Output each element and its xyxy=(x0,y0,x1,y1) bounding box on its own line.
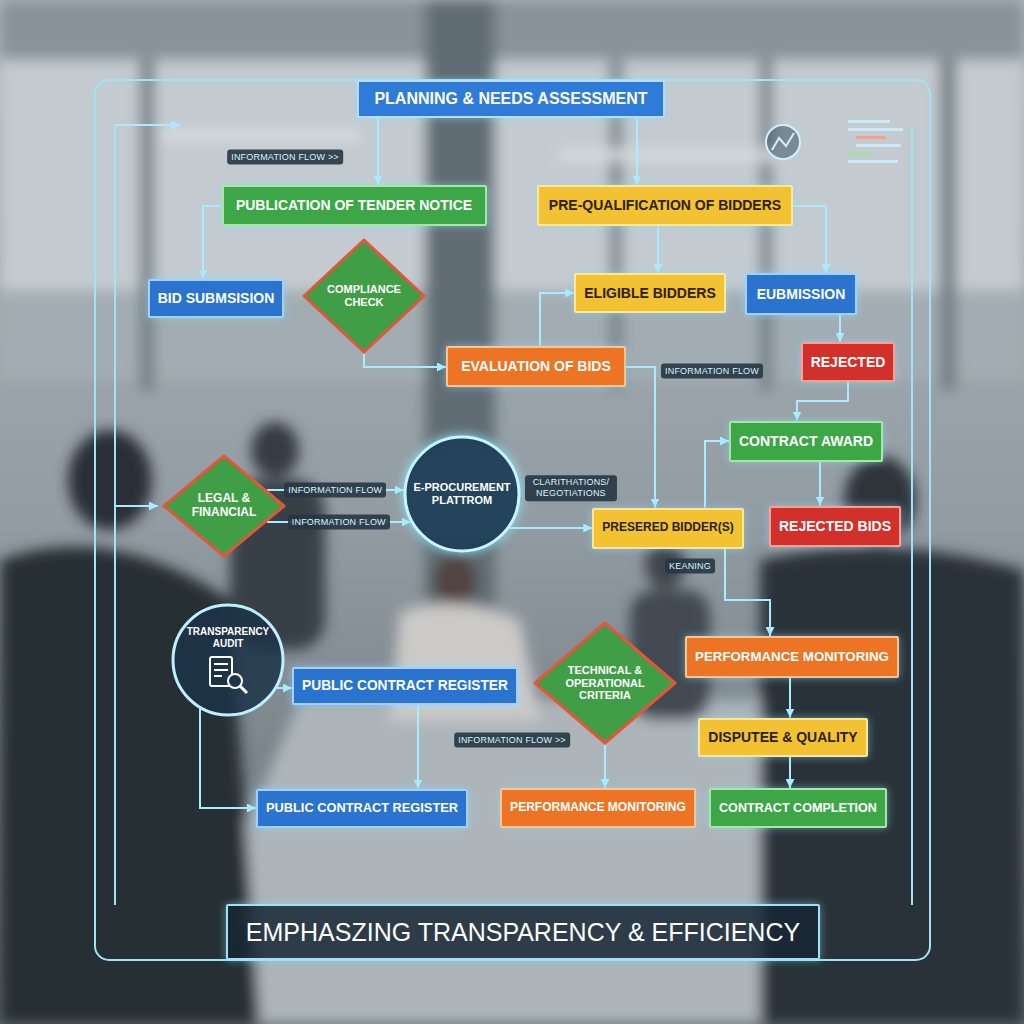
process-box: REJECTED BIDS xyxy=(769,506,901,547)
flow-note: INFORMATION FLOW >> xyxy=(227,150,343,165)
node-label: EMPHASZING TRANSPARENCY & EFFICIENCY xyxy=(246,918,800,947)
flow-arrow xyxy=(819,462,821,506)
loop-arrow xyxy=(115,124,180,126)
label-anchor: INFORMATION FLOW xyxy=(661,364,763,379)
node-label: TECHNICAL & OPERATIONAL CRITERIA xyxy=(555,664,655,702)
node-label: PUBLIC CONTRACT REGISTER xyxy=(266,801,458,816)
node-label: CONTRACT AWARD xyxy=(739,433,873,449)
node-label: PUBLICATION OF TENDER NOTICE xyxy=(236,197,472,213)
flow-arrow xyxy=(725,549,770,637)
node-label: TRANSPARENCY AUDIT xyxy=(182,626,274,649)
frame xyxy=(95,80,930,960)
process-box: EVALUATION OF BIDS xyxy=(446,346,626,387)
process-box: PLANNING & NEEDS ASSESSMENT xyxy=(357,80,665,118)
process-box: PRESERED BIDDER(S) xyxy=(592,508,743,549)
process-box: PUBLICATION OF TENDER NOTICE xyxy=(222,185,487,226)
process-box: DISPUTEE & QUALITY xyxy=(698,718,867,757)
flow-arrow xyxy=(657,226,659,274)
flow-arrow xyxy=(636,118,638,185)
process-box: EMPHASZING TRANSPARENCY & EFFICIENCY xyxy=(226,904,820,960)
flow-arrow xyxy=(203,206,222,279)
process-box: CONTRACT COMPLETION xyxy=(709,788,887,828)
process-box: PUBLIC CONTRACT REGISTER xyxy=(256,789,468,828)
label-anchor: INFORMATION FLOW xyxy=(288,515,390,530)
loop-line xyxy=(114,125,116,905)
process-box: CONTRACT AWARD xyxy=(729,421,883,462)
process-box: PERFORMANCE MONITORING xyxy=(685,636,899,678)
loop-line xyxy=(911,125,913,905)
flow-note: INFORMATION FLOW xyxy=(661,364,763,379)
process-box: EUBMISSION xyxy=(745,273,857,315)
edge-label: CLARITHATIONS/ NEGOTIATIONS xyxy=(525,475,617,501)
process-box: REJECTED xyxy=(801,342,896,382)
flow-arrow xyxy=(626,367,655,508)
process-box: ELIGIBLE BIDDERS xyxy=(574,273,725,313)
process-box: PUBLIC CONTRACT REGISTER xyxy=(292,667,518,705)
node-label: ELIGIBLE BIDDERS xyxy=(584,285,715,301)
label-anchor: INFORMATION FLOW >> xyxy=(454,733,570,748)
flow-arrow xyxy=(540,293,574,346)
flow-note: INFORMATION FLOW >> xyxy=(454,733,570,748)
circle-shape xyxy=(173,605,283,715)
node-label: E-PROCUREMENT PLATTROM xyxy=(407,481,517,506)
node-label: PLANNING & NEEDS ASSESSMENT xyxy=(374,90,647,108)
node-label: BID SUBMSISION xyxy=(158,290,275,306)
audit-icon xyxy=(210,657,247,693)
node-label: PUBLIC CONTRACT REGISTER xyxy=(302,678,508,694)
flow-arrow xyxy=(839,315,841,342)
node-label: REJECTED xyxy=(811,354,886,370)
node-label: PRE-QUALIFICATION OF BIDDERS xyxy=(549,197,781,213)
process-box: BID SUBMSISION xyxy=(148,279,285,318)
platform-circle: TRANSPARENCY AUDIT xyxy=(170,602,286,718)
decision-diamond: COMPLIANCE CHECK xyxy=(302,238,426,354)
flow-arrow xyxy=(793,206,826,273)
node-label: PRESERED BIDDER(S) xyxy=(602,521,733,535)
code-icon xyxy=(848,120,903,163)
loop-arrow xyxy=(115,505,158,507)
node-label: LEGAL & FINANCIAL xyxy=(176,492,272,520)
node-label: DISPUTEE & QUALITY xyxy=(708,729,857,745)
edge-label: INFORMATION FLOW xyxy=(284,483,386,498)
decision-diamond: LEGAL & FINANCIAL xyxy=(162,454,286,558)
label-anchor: KEANING xyxy=(665,559,715,574)
flow-arrow xyxy=(364,354,446,367)
diamond-shape xyxy=(535,623,675,743)
process-box: PRE-QUALIFICATION OF BIDDERS xyxy=(537,185,793,226)
flow-arrow xyxy=(200,709,256,808)
flow-arrow xyxy=(417,705,419,789)
platform-circle: E-PROCUREMENT PLATTROM xyxy=(402,434,522,554)
label-anchor: CLARITHATIONS/ NEGOTIATIONS xyxy=(525,475,617,501)
label-anchor: INFORMATION FLOW xyxy=(284,483,386,498)
node-label: EVALUATION OF BIDS xyxy=(461,358,611,374)
node-label: EUBMISSION xyxy=(757,286,846,302)
node-label: PERFORMANCE MONITORING xyxy=(695,649,889,664)
node-label: CONTRACT COMPLETION xyxy=(719,801,877,815)
flow-arrow xyxy=(377,118,379,185)
flow-arrow xyxy=(789,678,791,718)
node-label: PERFORMANCE MONITORING xyxy=(510,801,686,815)
chart-icon xyxy=(766,125,800,159)
flow-arrow xyxy=(510,527,593,529)
edge-label: INFORMATION FLOW xyxy=(288,515,390,530)
flow-arrow xyxy=(277,687,292,689)
node-label: REJECTED BIDS xyxy=(779,518,891,534)
flow-arrow xyxy=(604,745,606,788)
flow-arrow xyxy=(705,441,729,508)
flow-note: KEANING xyxy=(665,559,715,574)
node-label: COMPLIANCE CHECK xyxy=(319,283,409,308)
circle-outline xyxy=(170,602,286,718)
process-box: PERFORMANCE MONITORING xyxy=(500,788,696,828)
diamond-shape xyxy=(164,456,284,556)
audit-disk xyxy=(172,604,284,716)
circle-shape xyxy=(405,437,519,551)
diamond-shape xyxy=(304,240,424,352)
label-anchor: INFORMATION FLOW >> xyxy=(227,150,343,165)
decision-diamond: TECHNICAL & OPERATIONAL CRITERIA xyxy=(533,621,677,745)
flow-arrow xyxy=(797,382,848,421)
flow-arrow xyxy=(789,757,791,789)
